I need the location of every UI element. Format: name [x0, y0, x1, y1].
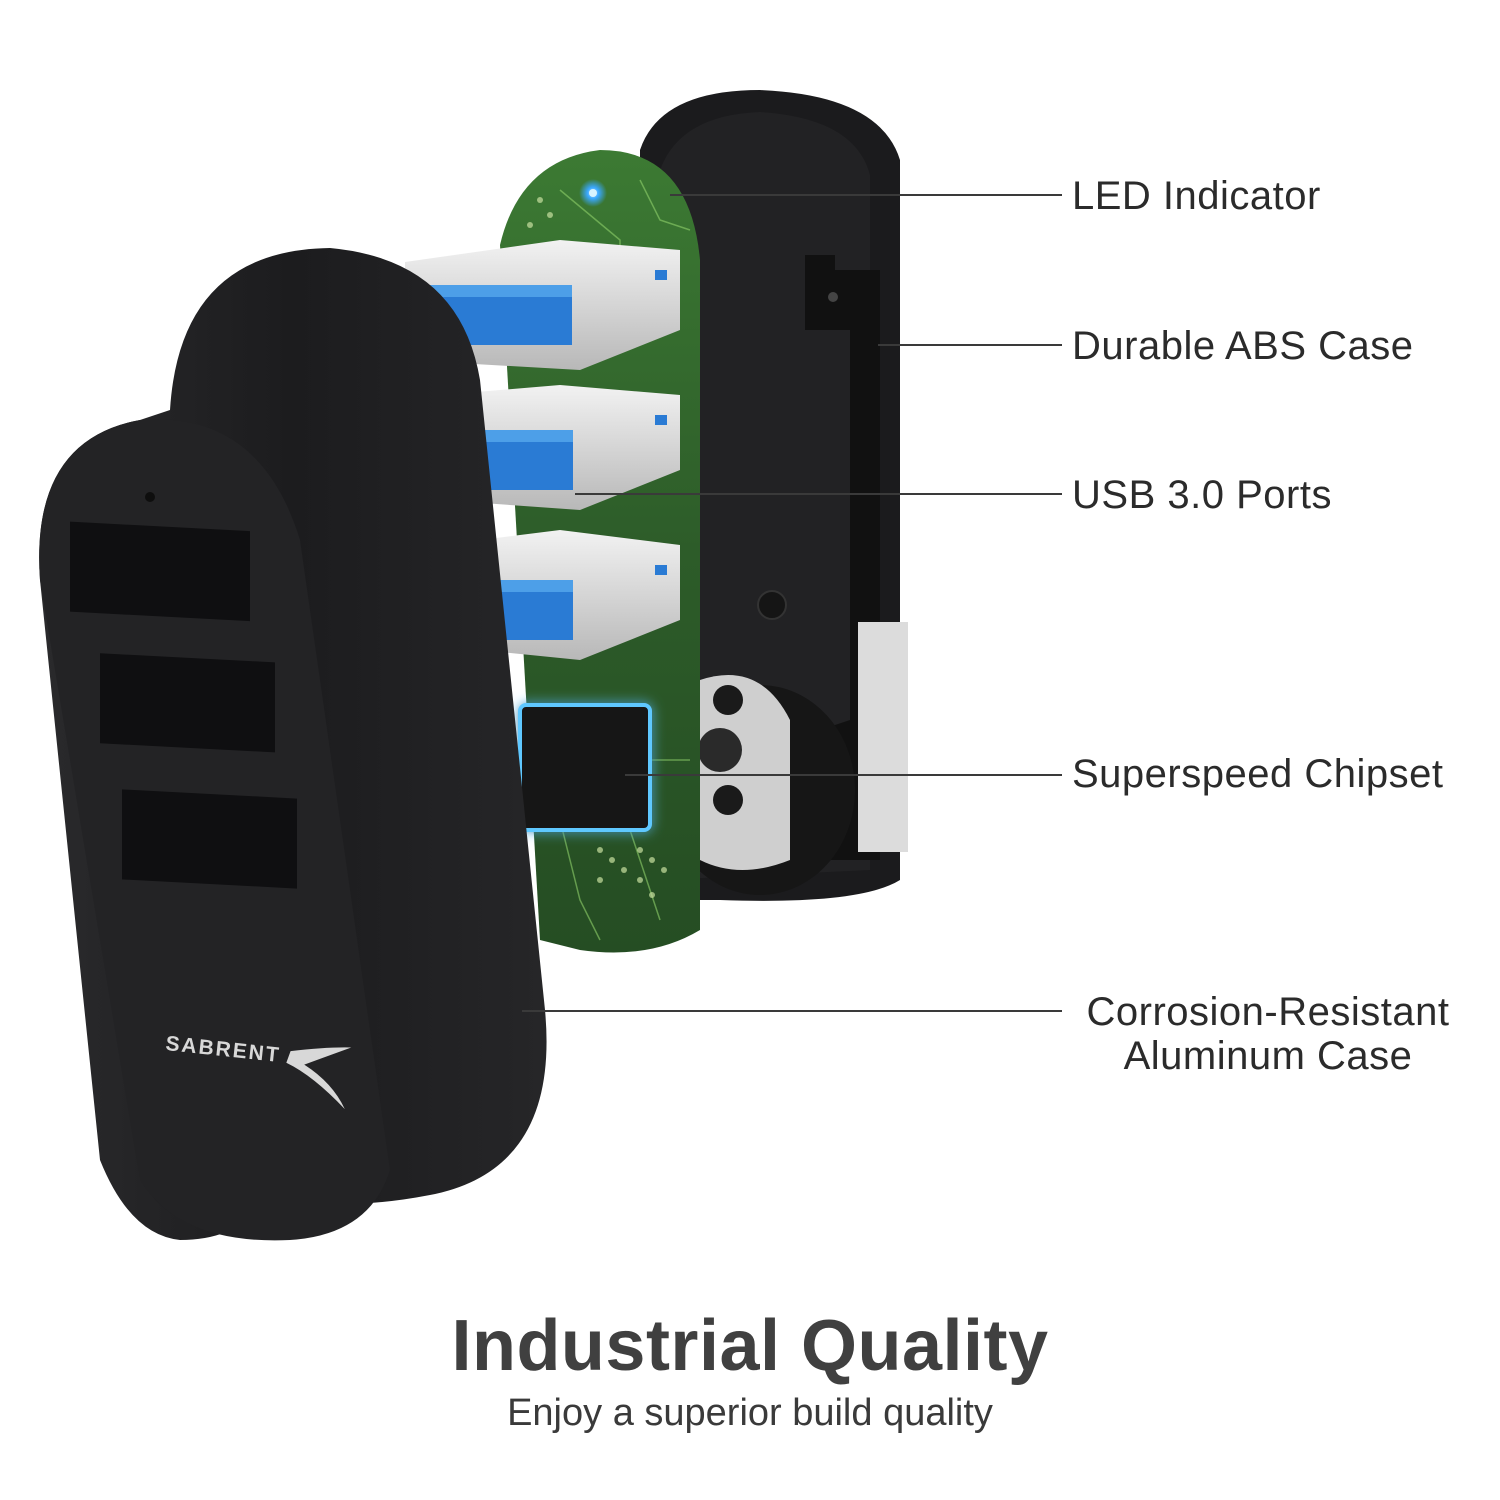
callout-aluminum-line1: Corrosion-Resistant [1086, 990, 1450, 1034]
callout-line-chip [625, 774, 1062, 776]
aluminum-front-case: SABRENT [39, 248, 547, 1241]
callout-durable-abs-case: Durable ABS Case [1072, 324, 1414, 368]
callout-line-alu [522, 1010, 1062, 1012]
callout-aluminum-line2: Aluminum Case [1123, 1034, 1413, 1078]
callout-line-usb [575, 493, 1062, 495]
port-slot-2 [100, 653, 275, 753]
callout-led-indicator: LED Indicator [1072, 174, 1321, 218]
headline: Industrial Quality [451, 1306, 1049, 1386]
port-slot-3 [122, 789, 297, 889]
callout-usb-ports: USB 3.0 Ports [1072, 473, 1332, 517]
callout-line-led [670, 194, 1062, 196]
abs-back-case [640, 90, 908, 901]
subheadline: Enjoy a superior build quality [507, 1392, 993, 1434]
callout-aluminum-case: Corrosion-Resistant Aluminum Case [1068, 990, 1468, 1078]
callout-line-abs [878, 344, 1062, 346]
usb-port-3 [480, 530, 680, 660]
usb-ports [405, 240, 680, 660]
usb-port-2 [440, 385, 680, 510]
callout-superspeed-chipset: Superspeed Chipset [1072, 752, 1444, 796]
chipset-icon [518, 703, 652, 832]
port-slot-1 [70, 521, 250, 622]
